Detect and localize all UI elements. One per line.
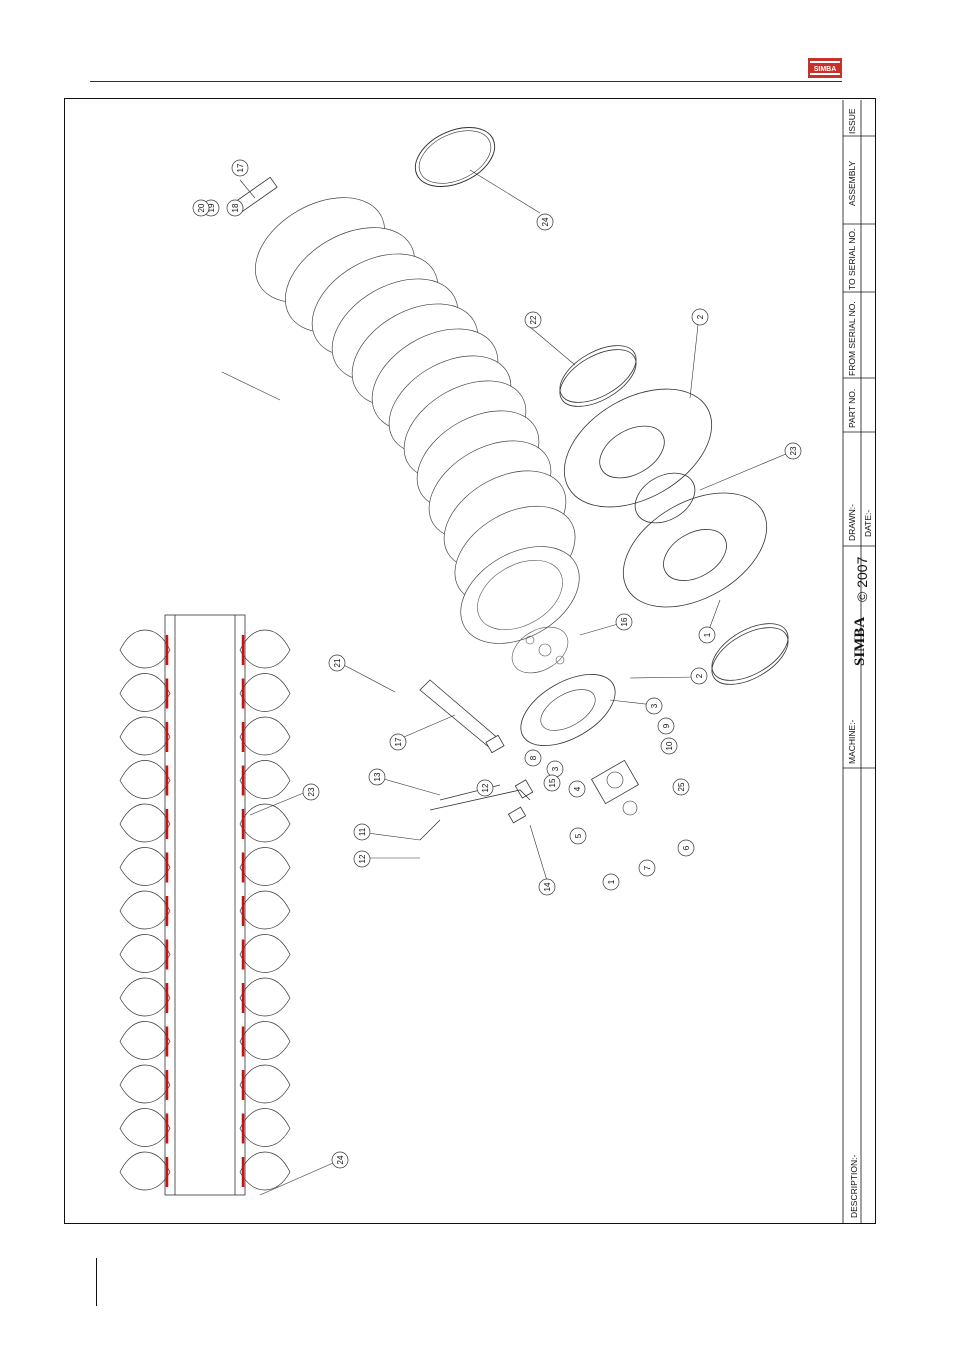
plan-disc xyxy=(120,1022,170,1060)
bearing-plate-3 xyxy=(509,660,627,760)
plan-disc xyxy=(120,1065,170,1103)
date-label: DATE:- xyxy=(863,510,873,537)
plan-disc xyxy=(120,891,170,929)
scraper-arms xyxy=(420,780,533,840)
callout-label: 8 xyxy=(529,755,538,760)
plan-disc xyxy=(240,1152,290,1190)
callout-label: 15 xyxy=(548,778,557,787)
plan-view-red-scrapers xyxy=(167,635,243,1187)
plan-disc xyxy=(120,804,170,842)
callout-label: 12 xyxy=(358,854,367,863)
plan-disc xyxy=(240,630,290,668)
plan-view-discs xyxy=(120,630,290,1190)
callout-label: 5 xyxy=(574,833,583,838)
callout-label: 16 xyxy=(620,617,629,626)
footer-rule xyxy=(96,1258,97,1306)
callout-label: 12 xyxy=(481,783,490,792)
plan-disc xyxy=(120,761,170,799)
plan-disc xyxy=(120,978,170,1016)
brand-logo: SIMBA xyxy=(852,617,868,666)
callout-label: 4 xyxy=(573,786,582,791)
callout-label: 17 xyxy=(394,737,403,746)
plan-disc xyxy=(120,1152,170,1190)
callout-label: 23 xyxy=(307,787,316,796)
callout-label: 10 xyxy=(665,741,674,750)
plan-disc xyxy=(120,674,170,712)
to-serial-label: TO SERIAL NO. xyxy=(847,229,857,290)
callout-label: 20 xyxy=(197,203,206,212)
callout-label: 24 xyxy=(541,217,550,226)
callout-label: 1 xyxy=(703,632,712,637)
callout-bubbles: 2417181920222231612389102567145315141213… xyxy=(193,160,801,1168)
assembly-label: ASSEMBLY xyxy=(847,160,857,206)
from-serial-label: FROM SERIAL NO. xyxy=(847,301,857,376)
plan-disc xyxy=(120,1109,170,1147)
roller-rings xyxy=(237,176,597,663)
plan-disc xyxy=(240,717,290,755)
callout-label: 21 xyxy=(333,658,342,667)
callout-label: 3 xyxy=(551,766,560,771)
top-ring-24 xyxy=(406,116,504,199)
callout-label: 17 xyxy=(236,163,245,172)
plan-disc xyxy=(240,848,290,886)
drawn-label: DRAWN:- xyxy=(847,504,857,541)
plan-disc xyxy=(240,1022,290,1060)
plan-disc xyxy=(120,630,170,668)
plan-disc xyxy=(120,848,170,886)
plan-disc xyxy=(240,761,290,799)
copyright: © 2007 xyxy=(854,556,870,602)
plan-disc xyxy=(240,674,290,712)
callout-label: 14 xyxy=(543,882,552,891)
plan-disc xyxy=(240,1065,290,1103)
callout-label: 24 xyxy=(336,1155,345,1164)
end-discs xyxy=(544,334,798,696)
callout-label: 9 xyxy=(662,723,671,728)
callout-label: 18 xyxy=(231,203,240,212)
callout-label: 3 xyxy=(650,703,659,708)
callout-label: 2 xyxy=(696,314,705,319)
callout-label: 6 xyxy=(682,845,691,850)
machine-label: MACHINE:- xyxy=(847,719,857,764)
plan-disc xyxy=(240,1109,290,1147)
callout-label: 2 xyxy=(695,673,704,678)
callout-label: 25 xyxy=(677,782,686,791)
plan-disc xyxy=(240,804,290,842)
callout-label: 11 xyxy=(358,827,367,836)
callout-label: 7 xyxy=(643,865,652,870)
plan-disc xyxy=(240,891,290,929)
plan-view xyxy=(165,615,245,1195)
plan-disc xyxy=(240,935,290,973)
plan-disc xyxy=(120,717,170,755)
issue-label: ISSUE xyxy=(847,108,857,134)
part-no-label: PART NO. xyxy=(847,389,857,428)
description-label: DESCRIPTION:- xyxy=(849,1155,859,1218)
plan-disc xyxy=(120,935,170,973)
bearing-housing-4 xyxy=(592,760,639,803)
callout-label: 13 xyxy=(373,772,382,781)
plan-disc xyxy=(240,978,290,1016)
callout-label: 1 xyxy=(607,879,616,884)
callout-label: 22 xyxy=(529,315,538,324)
callout-label: 23 xyxy=(789,446,798,455)
